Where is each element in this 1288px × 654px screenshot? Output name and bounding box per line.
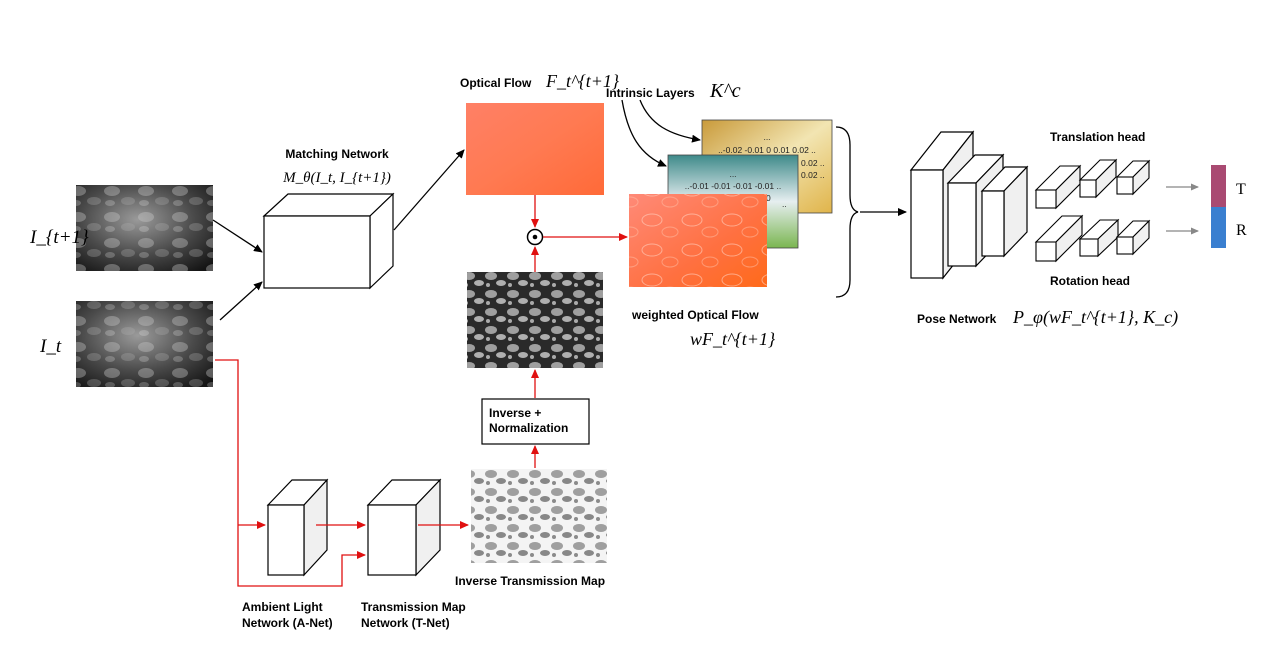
intrinsic-layers-formula: K^c — [709, 80, 741, 102]
translation-head-label: Translation head — [1050, 130, 1145, 144]
layer1-row: ..-0.02 -0.01 0 0.01 0.02 .. — [718, 145, 816, 155]
rotation-output-bar — [1211, 207, 1226, 248]
arrow-intrinsic-to-layer1 — [639, 99, 701, 143]
inverse-transmission-image — [471, 469, 607, 563]
optical-flow-formula: F_t^{t+1} — [545, 71, 620, 91]
layer2-row: ..-0.01 -0.01 -0.01 -0.01 .. — [685, 181, 781, 191]
pose-network-formula: P_φ(wF_t^{t+1}, K_c) — [1012, 307, 1178, 328]
t-net-block — [366, 478, 442, 577]
frame-current-image — [76, 301, 213, 387]
grouping-brace — [835, 126, 859, 298]
frame-current-label: I_t — [39, 336, 62, 357]
intrinsic-layers-title: Intrinsic Layers — [606, 86, 695, 100]
arrow-current-to-matching — [219, 281, 263, 321]
rotation-head — [1034, 214, 1151, 263]
t-net-label-line2: Network (T-Net) — [361, 616, 450, 630]
layer1-dots: ... — [763, 132, 770, 142]
inverse-normalization-line1: Inverse + — [489, 406, 541, 420]
matching-network-block — [262, 192, 395, 290]
elementwise-multiply-node — [526, 228, 544, 246]
layer2-dots: ... — [729, 169, 736, 179]
inverse-normalization-line2: Normalization — [489, 421, 568, 435]
a-net-label-line2: Network (A-Net) — [242, 616, 333, 630]
a-net-block — [266, 478, 329, 577]
matching-network-title: Matching Network — [285, 147, 389, 161]
pose-network-block-3 — [980, 165, 1029, 258]
frame-next-image — [76, 185, 213, 271]
inverse-normalization-box — [481, 398, 590, 445]
inverse-transmission-title: Inverse Transmission Map — [455, 574, 605, 588]
weighted-flow-title: weighted Optical Flow — [631, 308, 759, 322]
translation-head — [1034, 158, 1151, 210]
arrow-intrinsic-to-layer2 — [621, 99, 667, 167]
layer1-partial-row-b: 0.02 .. — [801, 170, 825, 180]
arrow-next-to-matching — [212, 219, 263, 253]
arrow-matching-to-flow — [393, 149, 465, 231]
layer2-partial-a: 0 — [766, 193, 771, 203]
weighted-flow-image — [629, 194, 767, 287]
frame-next-label: I_{t+1} — [29, 227, 89, 248]
rotation-output-label: R — [1236, 222, 1247, 239]
translation-output-label: T — [1236, 181, 1246, 198]
a-net-label-line1: Ambient Light — [242, 600, 323, 614]
layer1-partial-row-a: 0.02 .. — [801, 158, 825, 168]
layer2-partial-b: .. — [782, 199, 787, 209]
weighted-flow-formula: wF_t^{t+1} — [690, 329, 776, 349]
normalized-weight-image — [467, 272, 603, 368]
matching-network-formula: M_θ(I_t, I_{t+1}) — [282, 170, 391, 186]
t-net-label-line1: Transmission Map — [361, 600, 466, 614]
rotation-head-label: Rotation head — [1050, 274, 1130, 288]
translation-output-bar — [1211, 165, 1226, 207]
optical-flow-image — [466, 103, 604, 195]
pose-network-title: Pose Network — [917, 312, 997, 326]
optical-flow-title: Optical Flow — [460, 76, 532, 90]
arrow-frame-to-tnet — [215, 359, 366, 587]
